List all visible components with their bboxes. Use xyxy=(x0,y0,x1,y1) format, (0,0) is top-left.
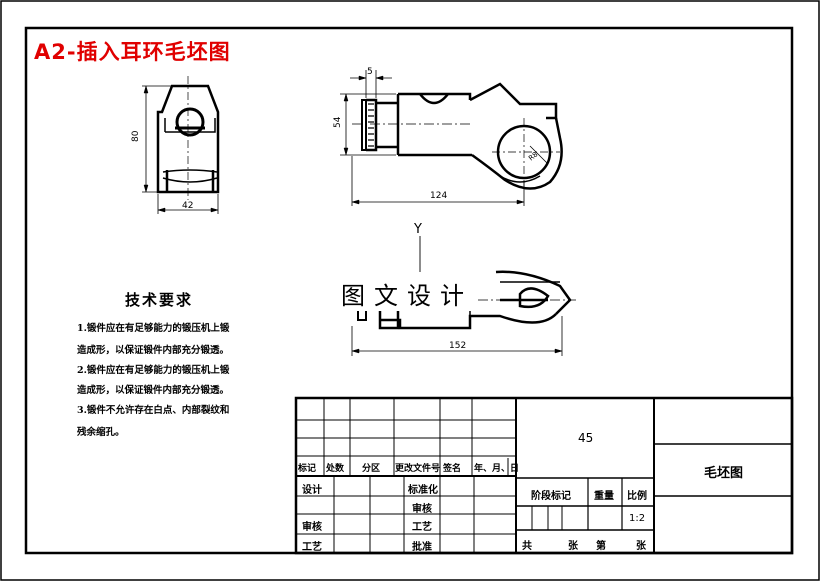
rev-header-doc: 更改文件号 xyxy=(395,464,441,474)
bottom-view xyxy=(351,270,576,356)
row-process: 工艺 xyxy=(302,542,322,553)
total-sheets-label: 共 xyxy=(522,541,532,552)
dim-front-height: 54 xyxy=(333,116,343,128)
tech-requirements-title: 技术要求 xyxy=(125,291,194,309)
drawing-banner-title: A2-插入耳环毛坯图 xyxy=(34,40,231,64)
dim-side-width: 42 xyxy=(182,201,193,211)
rev-header-mark: 标记 xyxy=(298,464,317,474)
row-standard: 标准化 xyxy=(408,485,438,496)
stage-mark-label: 阶段标记 xyxy=(531,491,571,502)
scale-label: 比例 xyxy=(627,491,647,502)
scale-value: 1:2 xyxy=(629,513,646,524)
title-block-grid xyxy=(294,396,794,555)
front-view xyxy=(340,70,563,206)
row-designer: 设计 xyxy=(302,485,322,496)
tech-requirement-line: 造成形，以保证锻件内部充分锻透。 xyxy=(77,385,230,396)
dim-front-length: 124 xyxy=(430,191,447,201)
side-view xyxy=(142,76,220,214)
row-approve: 批准 xyxy=(412,542,432,553)
tech-requirement-line: 造成形，以保证锻件内部充分锻透。 xyxy=(77,345,230,356)
row-check: 审核 xyxy=(302,522,322,533)
rev-header-count: 处数 xyxy=(326,464,345,474)
tech-requirement-line: 残余缩孔。 xyxy=(77,427,125,438)
rev-header-zone: 分区 xyxy=(362,464,381,474)
dim-bottom-length: 152 xyxy=(449,341,466,351)
row-proofread: 审核 xyxy=(412,504,432,515)
rev-header-date: 年、月、日 xyxy=(474,464,520,474)
page-unit: 张 xyxy=(636,541,646,552)
row-process-label: 工艺 xyxy=(412,522,432,533)
dim-side-height: 80 xyxy=(131,130,141,142)
y-axis-label: Y xyxy=(413,222,422,237)
rev-header-sign: 签名 xyxy=(443,464,462,474)
weight-label: 重量 xyxy=(594,491,614,502)
tech-requirement-line: 1.锻件应在有足够能力的锻压机上锻 xyxy=(77,323,230,334)
page-label: 第 xyxy=(596,541,606,552)
dim-top-offset: 5 xyxy=(367,67,373,77)
watermark-text: 图文设计 xyxy=(337,276,477,311)
drawing-name: 毛坯图 xyxy=(704,466,744,481)
total-sheets-unit: 张 xyxy=(568,541,578,552)
material-label: 45 xyxy=(578,431,594,445)
tech-requirement-line: 3.锻件不允许存在白点、内部裂纹和 xyxy=(77,405,230,416)
tech-requirement-line: 2.锻件应在有足够能力的锻压机上锻 xyxy=(77,365,230,376)
